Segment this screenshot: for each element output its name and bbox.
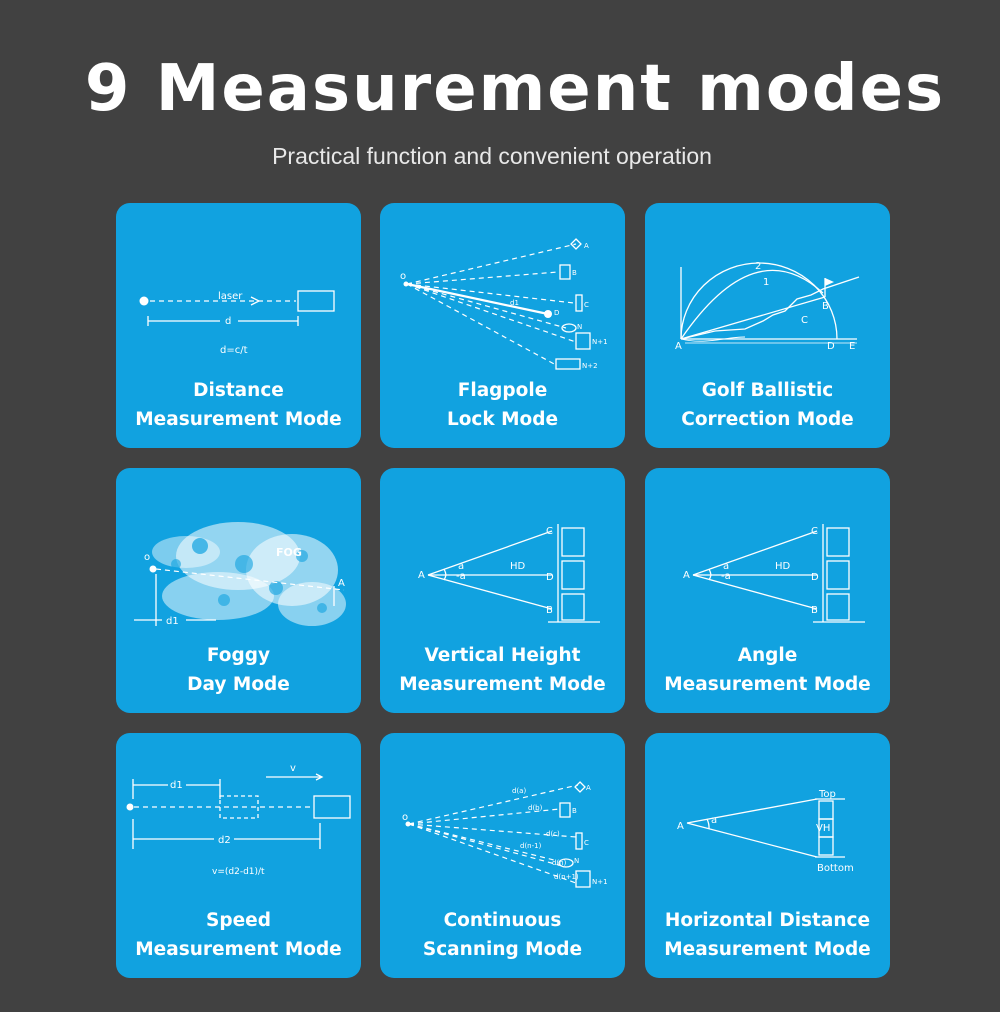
mode-label: Horizontal Distance Measurement Mode: [664, 910, 871, 960]
mode-card-continuous-scanning: o d(a) d(b) d(c) d(n-1) d(n) d(n+1) A B …: [380, 733, 625, 978]
svg-text:-a: -a: [721, 571, 731, 582]
svg-text:VH: VH: [816, 823, 830, 834]
mode-card-vertical-height: A a -a HD C D B Vertical Height Measurem…: [380, 468, 625, 713]
continuous-scanning-diagram-icon: o d(a) d(b) d(c) d(n-1) d(n) d(n+1) A B …: [402, 781, 608, 888]
svg-text:B: B: [811, 605, 818, 616]
svg-text:-a: -a: [456, 571, 466, 582]
svg-text:v=(d2-d1)/t: v=(d2-d1)/t: [212, 867, 265, 877]
svg-text:N: N: [577, 323, 582, 331]
svg-text:d1: d1: [166, 616, 179, 627]
svg-text:B: B: [572, 807, 577, 815]
mode-card-foggy: FOG o A d1 Foggy Day Mode: [116, 468, 361, 713]
mode-card-flagpole: o A B C D d1 N N+1 N+2 Flagpole: [380, 203, 625, 448]
mode-label: Golf Ballistic Correction Mode: [681, 380, 854, 430]
svg-text:D: D: [827, 341, 835, 352]
svg-text:E: E: [849, 341, 855, 352]
svg-text:C: C: [584, 301, 589, 309]
horizontal-distance-diagram-icon: A a Top VH Bottom: [677, 789, 854, 874]
angle-diagram-icon: A a -a HD C D B: [683, 524, 865, 623]
mode-card-horizontal-distance: A a Top VH Bottom Horizontal Distance Me…: [645, 733, 890, 978]
svg-text:C: C: [801, 315, 808, 326]
svg-text:d(n): d(n): [552, 859, 567, 867]
mode-label: Vertical Height Measurement Mode: [399, 645, 606, 695]
fog-cloud-icon: [152, 522, 346, 626]
svg-text:N: N: [574, 857, 579, 865]
svg-text:a: a: [723, 561, 729, 572]
svg-text:d(c): d(c): [546, 830, 560, 838]
svg-text:N+2: N+2: [582, 362, 598, 370]
mode-label: Distance Measurement Mode: [135, 380, 342, 430]
svg-text:a: a: [711, 815, 717, 826]
mode-label: Angle Measurement Mode: [664, 645, 871, 695]
svg-text:A: A: [418, 570, 425, 581]
mode-card-speed: d1 v d2 v=(d2-d1)/t Speed Measurement Mo…: [116, 733, 361, 978]
svg-text:D: D: [546, 572, 554, 583]
page-title: 9 Measurement modes: [84, 52, 946, 126]
svg-text:A: A: [683, 570, 690, 581]
mode-label: Foggy Day Mode: [187, 645, 290, 695]
svg-text:1: 1: [763, 277, 769, 288]
svg-text:o: o: [402, 812, 408, 823]
svg-text:d(b): d(b): [528, 804, 543, 812]
svg-text:d(a): d(a): [512, 787, 526, 795]
mode-card-distance: laser d d=c/t Distance Measurement Mode: [116, 203, 361, 448]
svg-text:d1: d1: [510, 299, 519, 307]
vertical-height-diagram-icon: A a -a HD C D B: [418, 524, 600, 623]
svg-text:A: A: [586, 784, 591, 792]
svg-text:A: A: [677, 821, 684, 832]
svg-text:d2: d2: [218, 835, 231, 846]
mode-label: Speed Measurement Mode: [135, 910, 342, 960]
svg-text:v: v: [290, 763, 296, 774]
mode-card-angle: A a -a HD C D B Angle Measurement Mode: [645, 468, 890, 713]
svg-text:N+1: N+1: [592, 878, 608, 886]
svg-text:C: C: [584, 839, 589, 847]
flagpole-diagram-icon: o A B C D d1 N N+1 N+2: [400, 238, 608, 370]
speed-diagram-icon: d1 v d2 v=(d2-d1)/t: [126, 763, 351, 877]
svg-text:A: A: [584, 242, 589, 250]
svg-text:d(n-1): d(n-1): [520, 842, 542, 850]
svg-text:laser: laser: [218, 291, 243, 302]
distance-diagram-icon: laser d d=c/t: [139, 290, 335, 356]
svg-text:A: A: [675, 341, 682, 352]
svg-text:C: C: [811, 526, 818, 537]
svg-text:FOG: FOG: [276, 546, 302, 559]
mode-label: Continuous Scanning Mode: [422, 910, 583, 960]
svg-text:d=c/t: d=c/t: [220, 345, 248, 356]
svg-text:N+1: N+1: [592, 338, 608, 346]
page-subtitle: Practical function and convenient operat…: [272, 143, 712, 169]
svg-text:C: C: [546, 526, 553, 537]
svg-text:A: A: [338, 578, 345, 589]
svg-text:Bottom: Bottom: [817, 863, 854, 874]
svg-text:Top: Top: [818, 789, 836, 800]
svg-text:a: a: [458, 561, 464, 572]
svg-text:2: 2: [755, 261, 761, 272]
svg-text:d(n+1): d(n+1): [554, 873, 579, 881]
svg-text:HD: HD: [510, 561, 526, 572]
svg-text:B: B: [572, 269, 577, 277]
svg-text:HD: HD: [775, 561, 791, 572]
mode-card-golf-ballistic: 2 1 A B C D E Golf Ballistic Correction …: [645, 203, 890, 448]
svg-text:d1: d1: [170, 780, 183, 791]
golf-ballistic-diagram-icon: 2 1 A B C D E: [675, 261, 860, 352]
foggy-diagram-icon: FOG o A d1: [134, 522, 346, 627]
svg-text:o: o: [144, 552, 150, 563]
mode-label: Flagpole Lock Mode: [446, 380, 559, 430]
svg-text:D: D: [811, 572, 819, 583]
svg-text:D: D: [554, 309, 559, 317]
svg-text:d: d: [225, 316, 231, 327]
svg-text:B: B: [546, 605, 553, 616]
svg-text:B: B: [822, 301, 829, 312]
svg-text:o: o: [400, 271, 406, 282]
